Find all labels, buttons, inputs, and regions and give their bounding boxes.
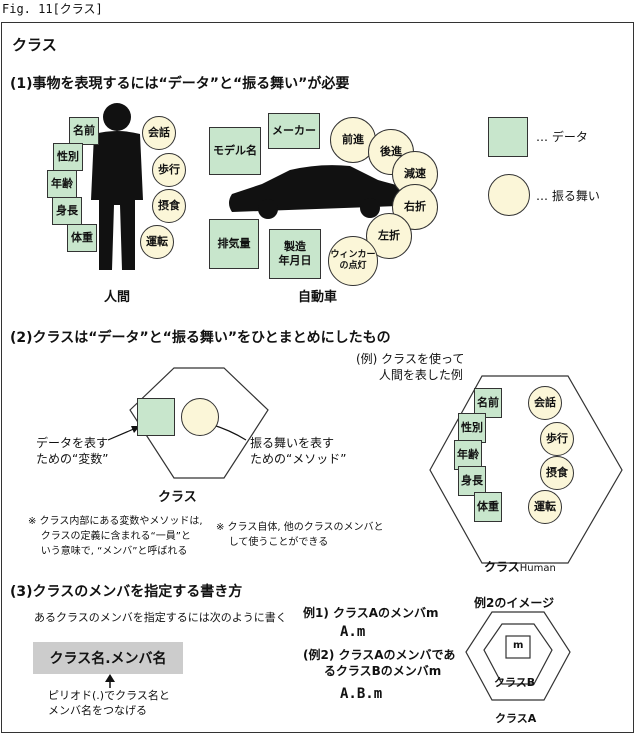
human-behavior-circle: 運転 <box>140 225 174 259</box>
example-class-caption-main: クラス <box>484 560 520 574</box>
legend-data-swatch <box>488 117 528 157</box>
example-class-caption-sub: Human <box>519 563 556 574</box>
legend-behavior-label: … 振る舞い <box>536 189 600 203</box>
example-data-box: 年齢 <box>454 440 482 470</box>
human-behavior-circle: 会話 <box>142 116 176 150</box>
example2-label: (例2) クラスAのメンバであ るクラスBのメンバm <box>303 648 456 678</box>
member-note: ※ クラス内部にある変数やメソッドは, クラスの定義に含まれる“一員”と いう意… <box>28 516 203 557</box>
class-caption: クラス <box>158 490 197 505</box>
example-behavior-circle: 歩行 <box>540 422 574 456</box>
example1-code: A.m <box>340 624 366 640</box>
example-data-box: 体重 <box>474 492 502 522</box>
human-behavior-circle: 摂食 <box>152 189 186 223</box>
human-data-box: 体重 <box>67 224 97 252</box>
legend-behavior-swatch <box>488 174 530 216</box>
example2-image-title: 例2のイメージ <box>474 596 555 610</box>
member-m-label: m <box>513 640 524 651</box>
class-data-box <box>137 398 175 436</box>
car-data-box: モデル名 <box>209 127 261 175</box>
syntax-note: ピリオド(.)でクラス名と メンバ名をつなげる <box>48 689 170 717</box>
main-heading: クラス <box>12 36 57 54</box>
car-behavior-circle: ウィンカー の点灯 <box>328 236 378 286</box>
section3-title: (3)クラスのメンバを指定する書き方 <box>10 584 243 600</box>
human-data-box: 性別 <box>53 143 83 171</box>
human-data-box: 名前 <box>69 117 99 145</box>
car-data-box: 製造 年月日 <box>269 229 321 279</box>
human-behavior-circle: 歩行 <box>152 153 186 187</box>
legend-data-label: … データ <box>536 130 588 144</box>
class-behavior-circle <box>181 398 219 436</box>
syntax-arrowhead <box>105 674 115 682</box>
car-silhouette-icon <box>229 165 403 219</box>
human-data-box: 身長 <box>52 197 82 225</box>
human-caption: 人間 <box>104 290 131 305</box>
data-note: データを表す ための“変数” <box>36 436 109 466</box>
car-data-box: メーカー <box>268 113 320 149</box>
example-data-box: 名前 <box>474 388 502 418</box>
section3-intro: あるクラスのメンバを指定するには次のように書く <box>34 611 287 624</box>
class-a-label: クラスA <box>495 712 537 725</box>
example-behavior-circle: 会話 <box>528 386 562 420</box>
behavior-note: 振る舞いを表す ための“メソッド” <box>250 436 347 466</box>
example-behavior-circle: 摂食 <box>540 456 574 490</box>
example-title: (例) クラスを使って 人間を表した例 <box>356 352 465 382</box>
car-caption: 自動車 <box>298 290 338 305</box>
example2-code: A.B.m <box>340 686 383 702</box>
example-data-box: 身長 <box>458 466 486 496</box>
nesting-note: ※ クラス自体, 他のクラスのメンバと して使うことができる <box>216 522 384 548</box>
data-arrow <box>107 427 137 441</box>
example-behavior-circle: 運転 <box>528 490 562 524</box>
syntax-box: クラス名.メンバ名 <box>33 642 183 674</box>
class-b-label: クラスB <box>494 676 536 689</box>
example-class-caption: クラスHuman <box>484 558 556 575</box>
section2-title: (2)クラスは“データ”と“振る舞い”をひとまとめにしたもの <box>10 330 391 346</box>
figure-frame <box>1 22 634 733</box>
member-m-square <box>505 635 531 659</box>
figure-label: Fig. 11[クラス] <box>2 2 103 16</box>
car-data-box: 排気量 <box>209 219 259 269</box>
human-silhouette-icon <box>91 103 143 270</box>
example1-label: 例1) クラスAのメンバm <box>303 606 439 620</box>
section1-title: (1)事物を表現するには“データ”と“振る舞い”が必要 <box>10 76 350 92</box>
